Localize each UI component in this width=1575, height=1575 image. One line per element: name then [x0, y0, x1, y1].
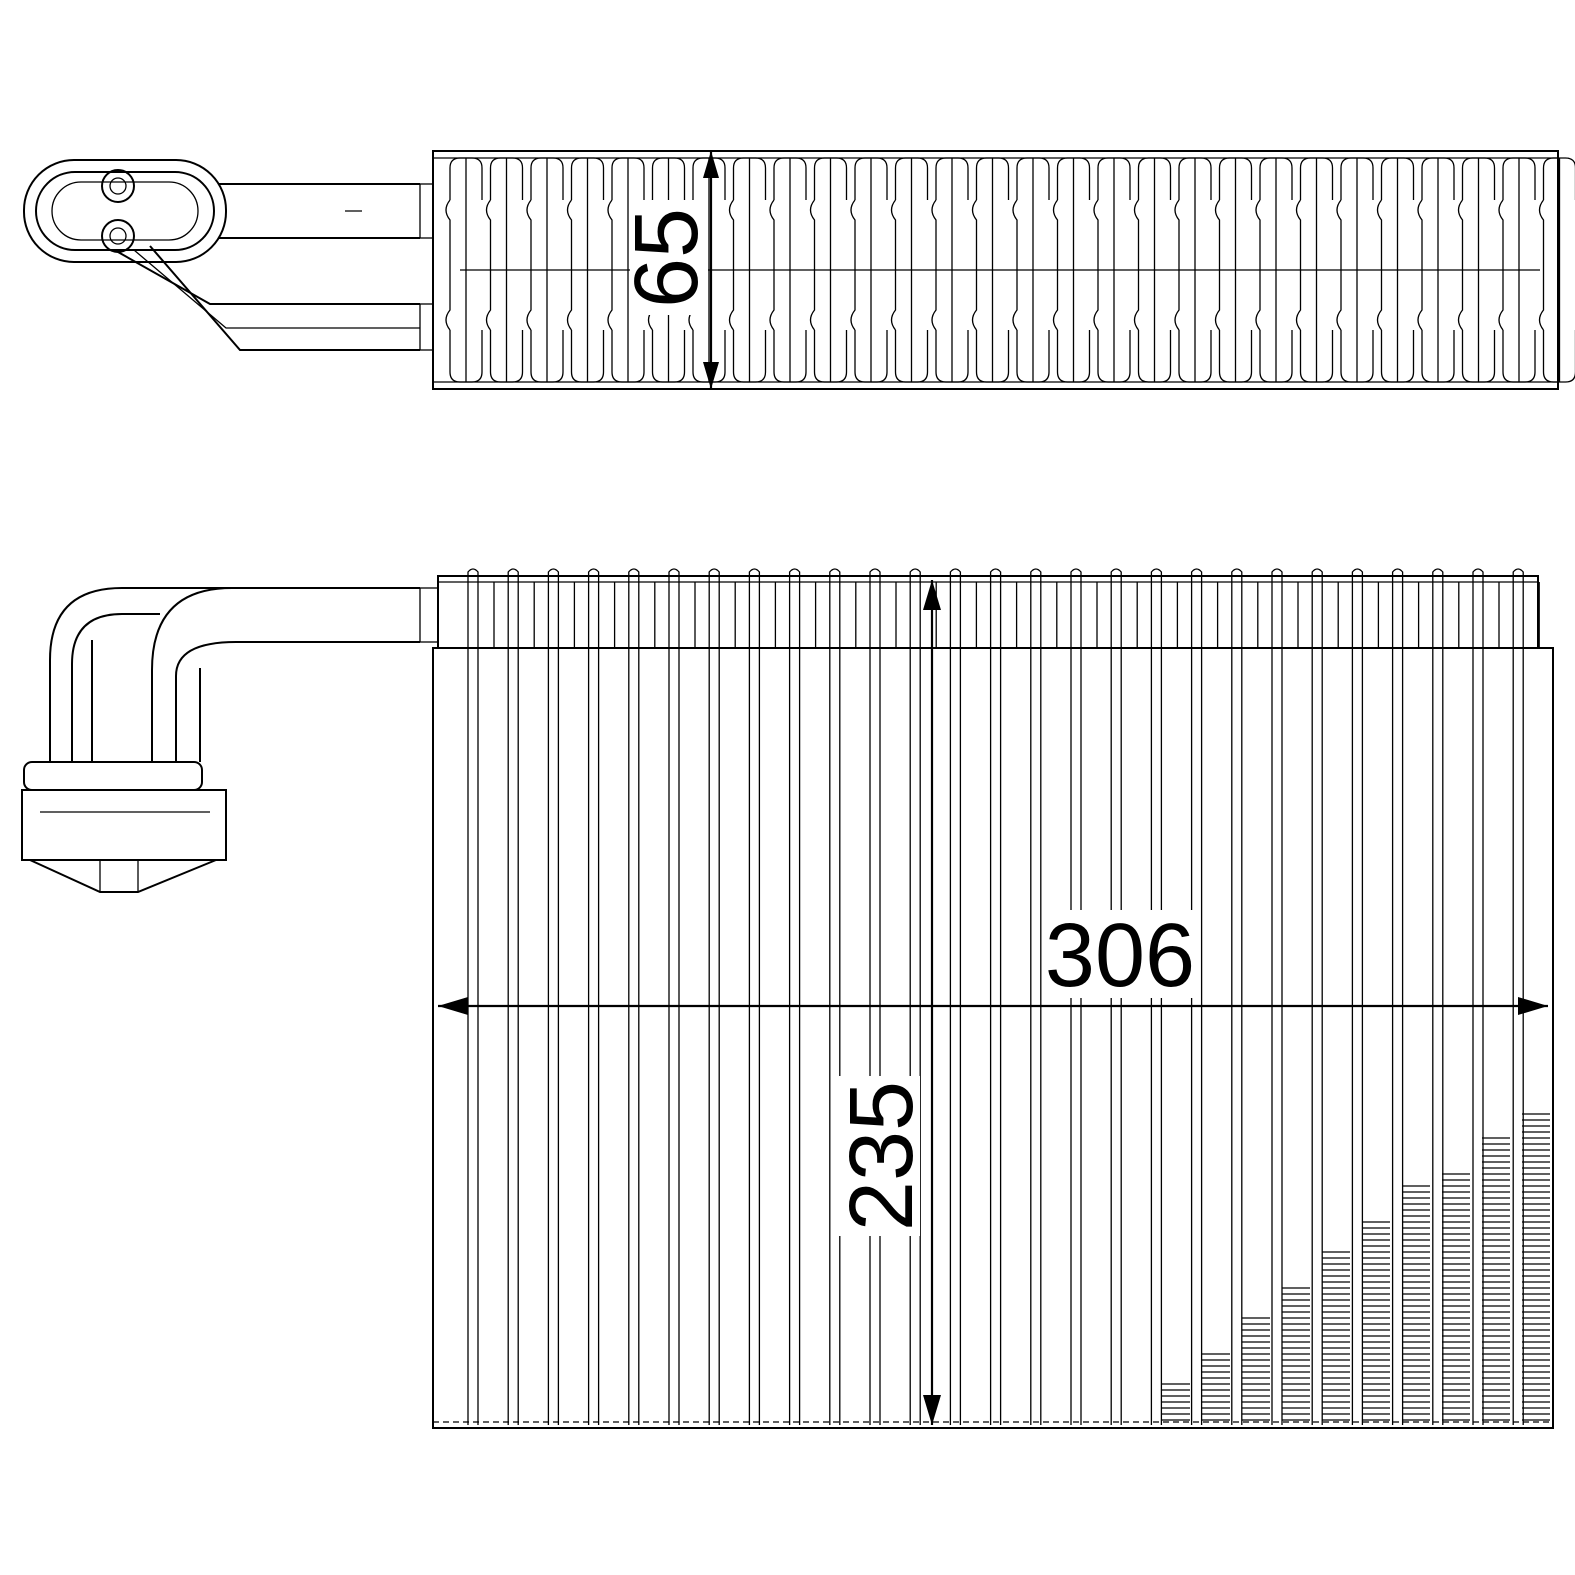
top-fin-notch: [1457, 199, 1464, 331]
connector-body: [21, 789, 227, 861]
inner-pipe-inner-edge: [175, 641, 420, 762]
depth-arrow-bottom: [703, 362, 719, 389]
front-tube: [1351, 568, 1364, 1425]
top-fin-notch: [1214, 199, 1221, 331]
height-dimension-label: 235: [832, 1081, 932, 1231]
top-fin-notch: [1295, 199, 1302, 331]
top-fin-notch: [769, 199, 775, 331]
front-tube: [909, 568, 921, 1425]
lower-pipe-edge: [117, 251, 420, 305]
top-view: 65: [23, 150, 1575, 390]
flange-bolt-hole: [101, 169, 135, 203]
top-fin-notch: [526, 199, 532, 331]
front-tube: [467, 568, 479, 1425]
front-tube: [748, 568, 761, 1425]
lower-pipe-edge: [149, 245, 420, 351]
front-tube: [1231, 568, 1243, 1425]
top-fin-notch: [1052, 199, 1059, 331]
front-tube: [507, 568, 519, 1425]
top-fin-notch: [1255, 199, 1261, 331]
front-tube: [1311, 568, 1323, 1425]
width-label-bg: [1042, 910, 1198, 998]
front-tube: [1512, 568, 1524, 1425]
top-fin-notch: [971, 199, 978, 331]
width-arrow-right: [1518, 997, 1548, 1015]
front-tube: [668, 568, 680, 1425]
depth-label-bg: [630, 200, 708, 315]
depth-arrow-top: [703, 151, 719, 178]
front-fins: [1162, 1113, 1550, 1421]
front-tube: [1110, 568, 1122, 1425]
top-fin-notch: [850, 199, 856, 331]
front-tube: [1150, 568, 1163, 1425]
front-tube: [869, 568, 881, 1425]
top-fin-notch: [1093, 199, 1099, 331]
flange-bolt-hole: [101, 219, 135, 253]
connector-collar: [23, 761, 203, 791]
front-tube: [1391, 568, 1404, 1425]
top-fin-notch: [1174, 199, 1180, 331]
flange-bolt-hole-inner: [109, 227, 127, 245]
front-tube: [547, 568, 560, 1425]
top-fin-notch: [809, 199, 816, 331]
lower-pipe-centerline: [133, 249, 420, 329]
front-tube: [708, 568, 720, 1425]
front-tube: [1030, 568, 1042, 1425]
top-fin-notch: [445, 199, 451, 331]
width-arrow-left: [438, 997, 468, 1015]
front-tube: [587, 568, 600, 1425]
front-tube: [1271, 568, 1283, 1425]
top-fin-notch: [1498, 199, 1504, 331]
width-dimension-label: 306: [1045, 906, 1195, 1006]
outer-pipe-inner-edge: [71, 613, 160, 762]
top-fin-notch: [566, 199, 573, 331]
front-tube: [1190, 568, 1203, 1425]
top-fin-notch: [890, 199, 897, 331]
top-fin-notch: [1538, 199, 1545, 331]
lower-pipe-fitting: [419, 303, 434, 351]
front-tube: [949, 568, 962, 1425]
front-tubes: [467, 568, 1540, 1425]
depth-dimension-label: 65: [617, 208, 717, 308]
top-core-outline: [432, 150, 1559, 390]
top-fins: [445, 157, 1575, 383]
top-fin-notch: [1336, 199, 1342, 331]
front-view: 306 235: [21, 568, 1554, 1429]
outer-pipe-edge: [49, 587, 420, 762]
header-tank: [437, 575, 1539, 649]
top-fin-notch: [728, 199, 735, 331]
connector-base: [29, 859, 217, 893]
flange-bolt-hole-inner: [109, 177, 127, 195]
front-tube: [1472, 568, 1484, 1425]
front-tube: [788, 568, 801, 1425]
front-tube: [829, 568, 841, 1425]
height-arrow-top: [923, 580, 941, 610]
top-fin-notch: [931, 199, 937, 331]
height-arrow-bottom: [923, 1395, 941, 1425]
height-label-bg: [838, 1076, 920, 1236]
top-fin-notch: [1417, 199, 1423, 331]
front-core-outline: [432, 647, 1554, 1429]
front-tube: [1070, 568, 1082, 1425]
inner-pipe-outer-edge: [151, 587, 233, 762]
upper-pipe-fitting: [419, 183, 434, 239]
front-tube: [628, 568, 640, 1425]
flange-outer: [23, 159, 227, 263]
front-tube: [1432, 568, 1444, 1425]
top-fin-notch: [1133, 199, 1140, 331]
front-tube: [989, 568, 1002, 1425]
pipe-fitting: [419, 587, 439, 643]
top-fin-notch: [607, 199, 613, 331]
top-fin-notch: [485, 199, 492, 331]
top-fin-notch: [1012, 199, 1018, 331]
top-fin-notch: [1376, 199, 1383, 331]
